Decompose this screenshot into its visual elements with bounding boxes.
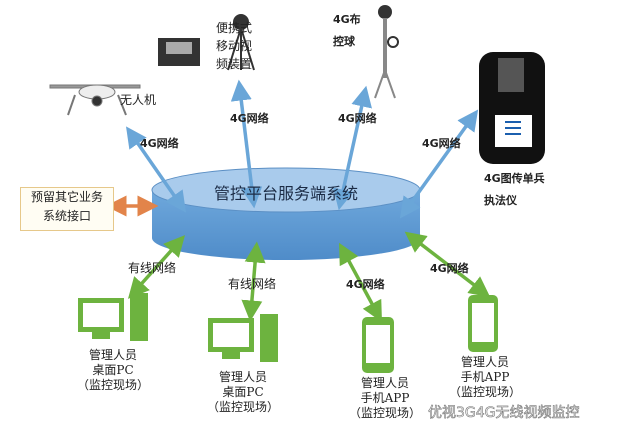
link-label: 有线网络	[128, 261, 177, 275]
portable-video-device-icon	[158, 14, 255, 71]
reserved-interface-box: 预留其它业务 系统接口	[20, 187, 114, 231]
ball-label-1: 4G布	[333, 13, 361, 26]
desktop-pc-icon-2	[208, 314, 278, 362]
link-pc1	[127, 235, 186, 299]
bodycam-label-1: 4G图传单兵	[484, 172, 545, 185]
client-line: 桌面PC	[92, 363, 134, 377]
client-label-4: 管理人员 手机APP （监控现场）	[449, 355, 521, 400]
link-label: 4G网络	[430, 262, 469, 275]
client-line: 手机APP	[460, 370, 510, 384]
link-label: 4G网络	[338, 112, 377, 125]
link-ball	[333, 85, 372, 211]
client-line: 手机APP	[360, 391, 410, 405]
phone-icon-2	[468, 295, 498, 352]
client-label-1: 管理人员 桌面PC （监控现场）	[77, 348, 149, 393]
client-line: 管理人员	[360, 376, 410, 390]
link-drone	[126, 126, 186, 213]
client-line: （监控现场）	[76, 378, 150, 392]
ball-camera-icon	[374, 5, 399, 99]
portable-label-3: 频装置	[216, 57, 253, 71]
link-label: 有线网络	[228, 277, 277, 291]
drone-label: 无人机	[120, 93, 157, 107]
link-phone1	[339, 242, 382, 323]
desktop-pc-icon-1	[78, 293, 148, 341]
drone-icon	[49, 84, 141, 116]
client-label-2: 管理人员 桌面PC （监控现场）	[207, 370, 279, 415]
link-portable	[230, 79, 263, 209]
watermark: 优视3G4G无线视频监控	[428, 405, 580, 422]
link-label: 4G网络	[230, 112, 269, 125]
interface-line: 预留其它业务	[30, 190, 103, 204]
link-pc2	[241, 241, 266, 322]
client-line: 管理人员	[460, 355, 510, 369]
server-system-title: 管控平台服务端系统	[213, 184, 359, 203]
link-label: 4G网络	[140, 137, 179, 150]
portable-label-1: 便携式	[216, 21, 253, 35]
link-label: 4G网络	[422, 137, 461, 150]
bodycam-icon	[479, 52, 545, 164]
client-line: 管理人员	[88, 348, 138, 362]
client-line: （监控现场）	[448, 385, 522, 399]
client-label-3: 管理人员 手机APP （监控现场）	[349, 376, 421, 421]
link-bodycam	[399, 109, 479, 219]
portable-label-2: 移动视	[216, 39, 253, 53]
interface-line: 系统接口	[42, 209, 91, 223]
client-line: （监控现场）	[206, 400, 280, 414]
link-phone2	[404, 231, 491, 298]
link-label: 4G网络	[346, 278, 385, 291]
ball-label-2: 控球	[333, 35, 355, 48]
client-line: （监控现场）	[348, 406, 422, 420]
phone-icon-1	[362, 317, 394, 373]
client-line: 桌面PC	[222, 385, 264, 399]
bodycam-label-2: 执法仪	[484, 194, 517, 207]
client-line: 管理人员	[218, 370, 268, 384]
